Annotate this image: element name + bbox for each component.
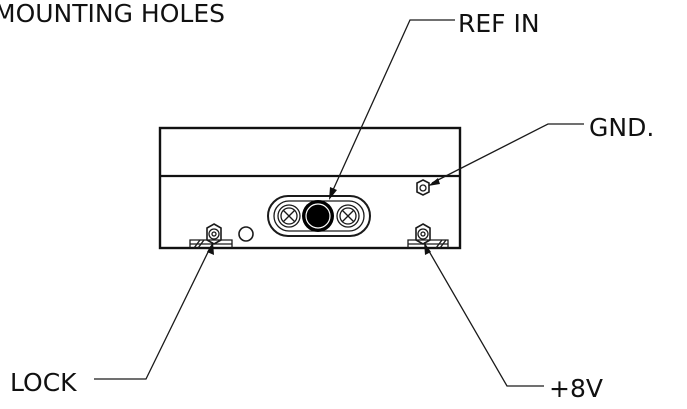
housing-outline [158,126,462,250]
plus-8v-label: +8V [549,374,603,403]
flange-screw-right [336,204,360,228]
plus-8v-hex-nut [415,223,431,245]
lock-label: LOCK [10,368,77,397]
lock-hex-nut [206,223,222,245]
indicator-hole [238,226,254,242]
ref-in-label: REF IN [458,9,540,38]
plus-8v-terminal [415,223,431,245]
device-housing [158,126,462,250]
gnd-leader [431,123,584,184]
gnd-terminal [416,179,430,196]
gnd-label: GND. [589,113,654,142]
lock-terminal [206,223,222,245]
ref-in-connector [267,195,371,237]
lock-leader [94,245,212,380]
ref-in-leader [332,19,455,191]
flange-screw-left [277,204,301,228]
leader-lines [94,19,584,387]
plus-8v-leader [425,245,544,387]
gnd-hex-nut [416,179,430,196]
connector-flange-outer [267,195,371,237]
mounting-holes-label: MOUNTING HOLES [0,0,225,28]
ref-in-jack [302,200,334,232]
